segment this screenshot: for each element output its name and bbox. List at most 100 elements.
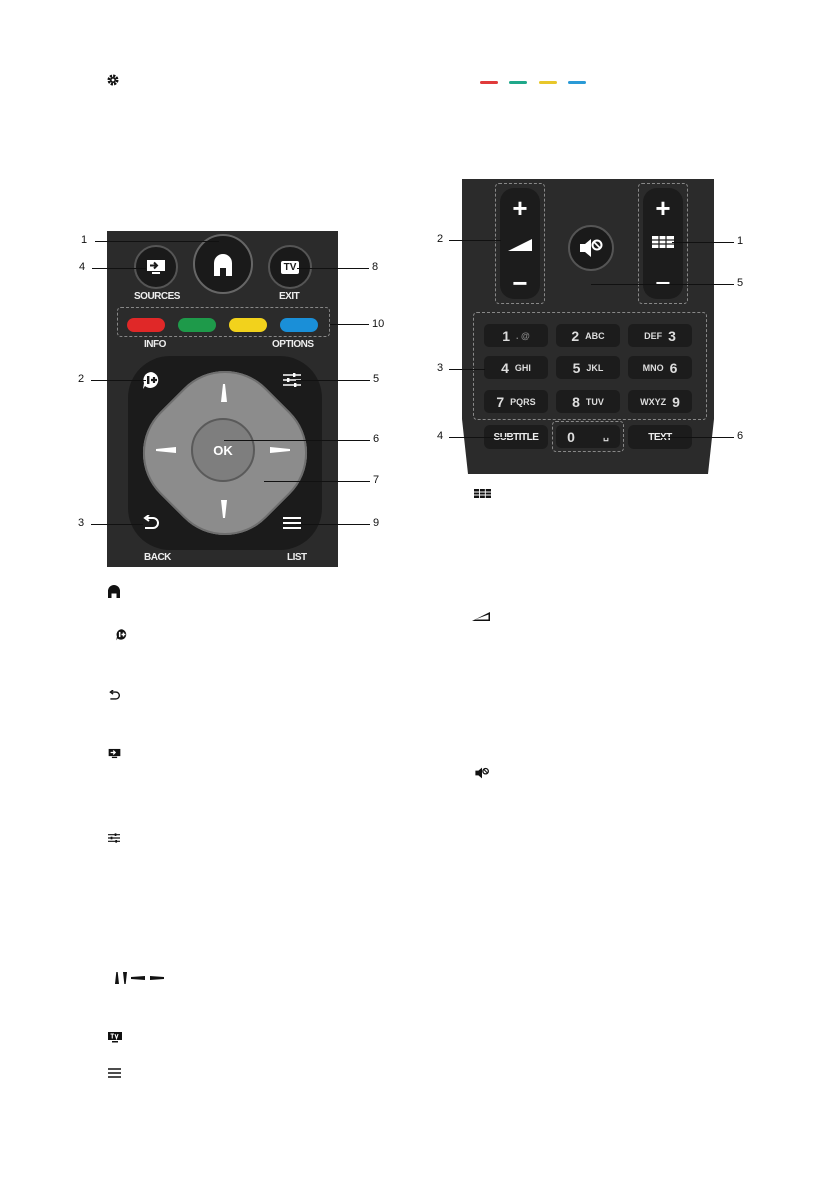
- callout-2: 2: [78, 373, 85, 385]
- options-label: OPTIONS: [272, 339, 314, 350]
- volume-down-button[interactable]: −: [512, 267, 528, 298]
- info-icon: [116, 629, 127, 641]
- list-button[interactable]: [280, 511, 304, 535]
- tv-button[interactable]: TV: [268, 245, 312, 289]
- sources-label: SOURCES: [134, 291, 180, 302]
- back-button[interactable]: [139, 511, 163, 535]
- right-callout-2: 2: [437, 233, 444, 245]
- mute-icon: [580, 239, 603, 257]
- tv-icon: TV: [280, 260, 300, 274]
- key-0[interactable]: 0␣: [556, 425, 620, 448]
- green-button[interactable]: [178, 318, 216, 332]
- arrow-right-icon[interactable]: [270, 447, 290, 453]
- info-label: INFO: [144, 339, 166, 350]
- callout-10-line: [330, 324, 369, 325]
- channel-up-button[interactable]: +: [655, 192, 671, 223]
- arrow-up-icon[interactable]: [221, 384, 227, 402]
- color-bar-red: [480, 81, 498, 84]
- back-label: BACK: [144, 552, 171, 563]
- key-0-outline: [552, 421, 624, 452]
- volume-up-button[interactable]: +: [512, 192, 528, 223]
- volume-rocker: [500, 188, 540, 299]
- callout-2-line: [91, 380, 146, 381]
- tv-icon: [108, 1032, 122, 1043]
- channel-rocker-outline: [638, 183, 688, 304]
- callout-1-line: [95, 241, 219, 242]
- sources-icon: [147, 260, 165, 274]
- list-label: LIST: [287, 552, 307, 563]
- callout-4-line: [92, 268, 146, 269]
- right-callout-5-line: [591, 284, 734, 285]
- callout-5: 5: [373, 373, 380, 385]
- sources-button[interactable]: [134, 245, 178, 289]
- right-callout-6-line: [658, 437, 734, 438]
- callout-3: 3: [78, 517, 85, 529]
- list-icon: [283, 517, 301, 529]
- callout-8-line: [297, 268, 369, 269]
- mute-button[interactable]: [568, 225, 614, 271]
- right-callout-3: 3: [437, 362, 444, 374]
- callout-6: 6: [373, 433, 380, 445]
- callout-10: 10: [372, 318, 385, 330]
- right-callout-4-line: [449, 437, 513, 438]
- color-bar-green: [509, 81, 527, 84]
- exit-label: EXIT: [279, 291, 300, 302]
- volume-icon: [472, 612, 490, 621]
- callout-4: 4: [79, 261, 86, 273]
- right-callout-5: 5: [737, 277, 744, 289]
- callout-6-line: [224, 440, 370, 441]
- back-icon: [143, 515, 159, 529]
- callout-3-line: [91, 524, 143, 525]
- key-1[interactable]: 1. @: [484, 324, 548, 347]
- channel-icon: [474, 489, 491, 498]
- right-callout-4: 4: [437, 430, 444, 442]
- arrow-left-icon[interactable]: [156, 447, 176, 453]
- home-icon: [214, 254, 232, 276]
- color-bar-yellow: [539, 81, 557, 84]
- callout-7: 7: [373, 474, 380, 486]
- number-pad-outline: [473, 312, 707, 420]
- callout-8: 8: [372, 261, 379, 273]
- volume-icon: [508, 239, 532, 251]
- callout-9-line: [296, 524, 370, 525]
- blue-button[interactable]: [280, 318, 318, 332]
- home-icon: [108, 585, 120, 598]
- ok-label: OK: [213, 442, 233, 458]
- color-bar-blue: [568, 81, 586, 84]
- right-callout-2-line: [449, 240, 501, 241]
- mute-icon: [475, 767, 489, 779]
- channel-down-button[interactable]: −: [655, 267, 671, 298]
- channel-icon: [652, 236, 674, 248]
- right-callout-3-line: [449, 369, 485, 370]
- yellow-button[interactable]: [229, 318, 267, 332]
- info-button[interactable]: [139, 368, 163, 392]
- arrow-down-icon[interactable]: [221, 500, 227, 518]
- info-icon: [143, 372, 159, 389]
- volume-rocker-outline: [495, 183, 545, 304]
- arrow-keys-icon: [115, 972, 164, 984]
- home-button[interactable]: [193, 234, 253, 294]
- ok-button[interactable]: OK: [191, 418, 255, 482]
- right-callout-1-line: [672, 242, 734, 243]
- sources-icon: [108, 748, 121, 759]
- list-icon: [108, 1068, 121, 1078]
- back-icon: [109, 690, 120, 700]
- callout-5-line: [296, 380, 370, 381]
- callout-7-line: [264, 481, 370, 482]
- callout-1: 1: [81, 234, 88, 246]
- callout-9: 9: [373, 517, 380, 529]
- options-icon: [108, 833, 120, 843]
- red-button[interactable]: [127, 318, 165, 332]
- right-callout-1: 1: [737, 235, 744, 247]
- color-buttons-outline: [117, 307, 330, 337]
- right-callout-6: 6: [737, 430, 744, 442]
- gear-icon: [107, 74, 119, 86]
